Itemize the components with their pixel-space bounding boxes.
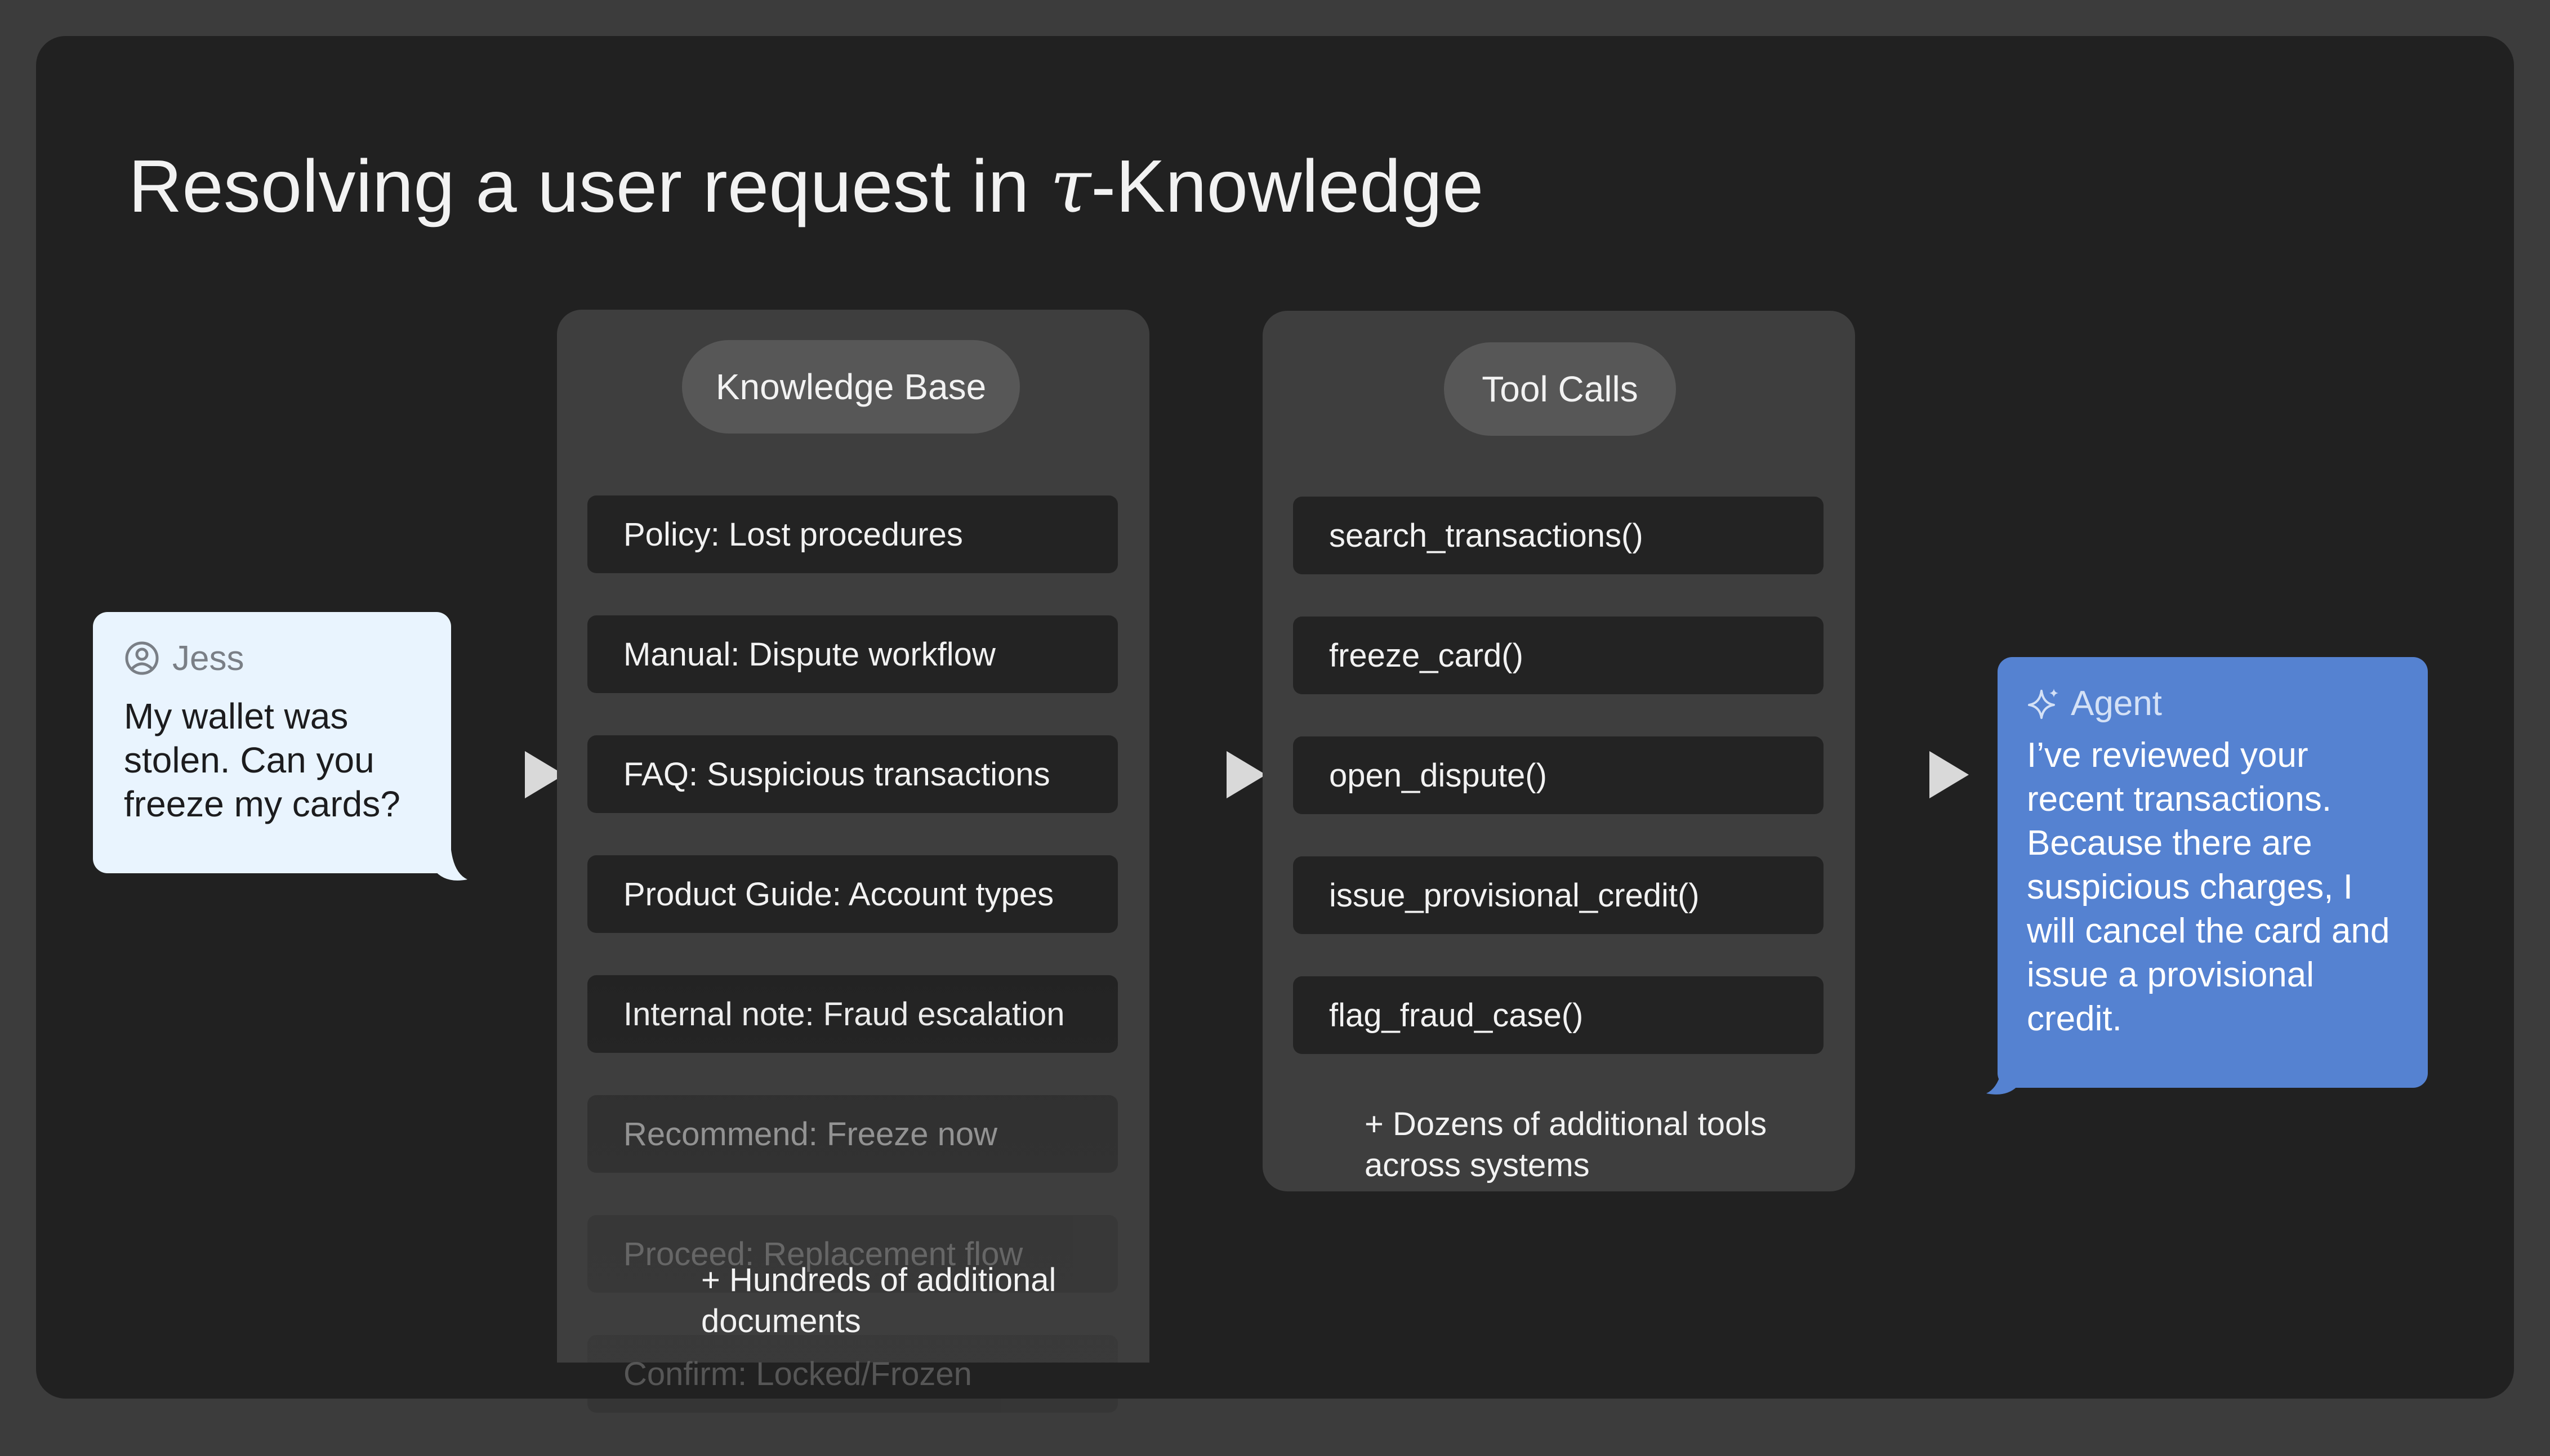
tool-item: issue_provisional_credit() — [1293, 856, 1824, 934]
tool-more-tools: + Dozens of additional tools across syst… — [1365, 1106, 1767, 1183]
user-circle-icon — [125, 641, 159, 675]
kb-more-documents: + Hundreds of additional documents — [701, 1262, 1056, 1339]
kb-item: Internal note: Fraud escalation — [587, 975, 1118, 1053]
agent-message-bubble: Agent I’ve reviewed your recent transact… — [1998, 657, 2428, 1088]
kb-item: FAQ: Suspicious transactions — [587, 735, 1118, 813]
title-tau: τ — [1050, 143, 1091, 230]
kb-item: Manual: Dispute workflow — [587, 615, 1118, 693]
tool-calls-column: Tool Calls search_transactions() freeze_… — [1263, 311, 1855, 1191]
tool-item: flag_fraud_case() — [1293, 976, 1824, 1054]
title-suffix: -Knowledge — [1091, 145, 1484, 227]
user-header: Jess — [124, 632, 420, 684]
user-message-bubble: Jess My wallet was stolen. Can you freez… — [93, 612, 451, 873]
kb-item: Recommend: Freeze now — [587, 1095, 1118, 1173]
kb-item: Confirm: Locked/Frozen — [587, 1335, 1118, 1413]
arrow-tools-to-agent — [1929, 751, 1969, 798]
user-message-text: My wallet was stolen. Can you freeze my … — [124, 696, 400, 824]
kb-item: Proceed: Replacement flow — [587, 1215, 1118, 1293]
user-name: Jess — [172, 638, 244, 678]
tool-item: freeze_card() — [1293, 617, 1824, 694]
kb-item: Product Guide: Account types — [587, 855, 1118, 933]
sparkle-icon — [2028, 689, 2058, 719]
tool-item: open_dispute() — [1293, 736, 1824, 814]
agent-message-text: I’ve reviewed your recent transactions. … — [2027, 736, 2390, 1038]
agent-header: Agent — [2027, 681, 2399, 726]
knowledge-base-column: Knowledge Base Policy: Lost procedures M… — [557, 310, 1149, 1413]
kb-item: Policy: Lost procedures — [587, 495, 1118, 573]
diagram-title: Resolving a user request in τ-Knowledge — [128, 143, 1483, 230]
knowledge-base-label: Knowledge Base — [682, 340, 1020, 434]
arrow-kb-to-tools — [1227, 751, 1266, 798]
agent-name: Agent — [2071, 684, 2163, 723]
tool-calls-label: Tool Calls — [1444, 342, 1676, 436]
title-prefix: Resolving a user request in — [128, 145, 1050, 227]
tool-item: search_transactions() — [1293, 497, 1824, 574]
